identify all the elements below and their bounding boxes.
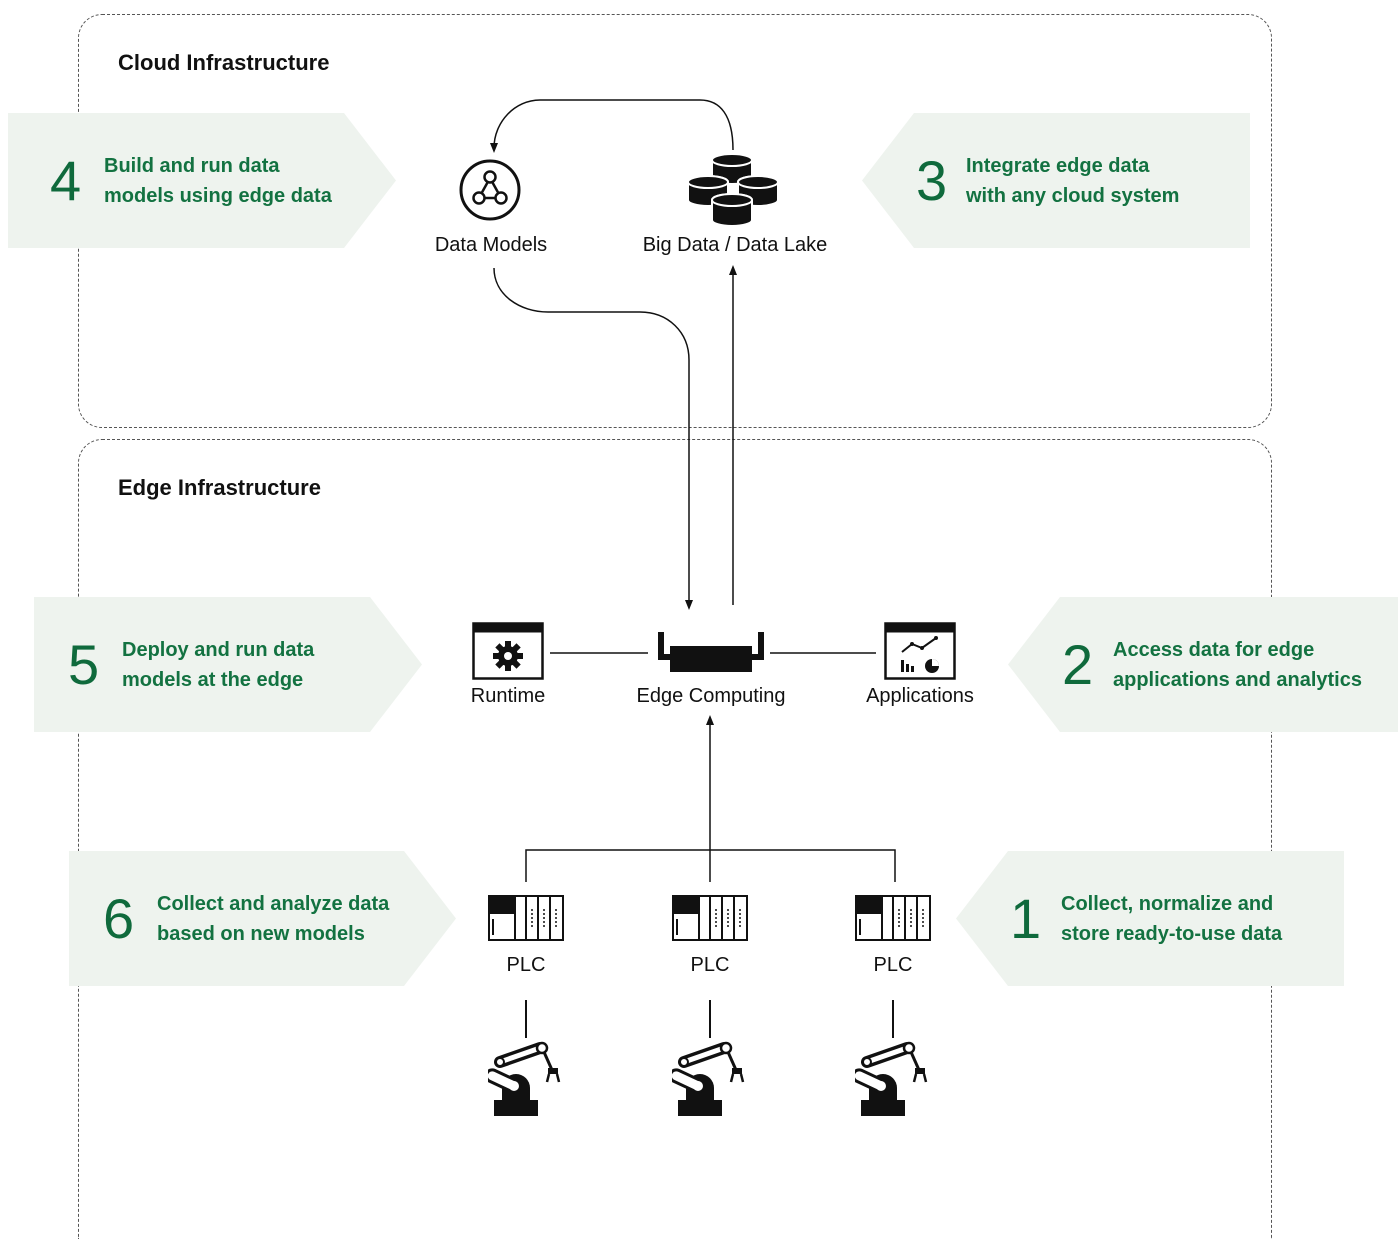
edge-zone-title: Edge Infrastructure <box>118 475 321 500</box>
plc-1-label: PLC <box>506 954 546 976</box>
step-3-number: 3 <box>916 148 948 212</box>
plc-rack-icon <box>488 895 564 941</box>
step-4-callout: 4 Build and run data models using edge d… <box>8 113 396 248</box>
applications-label: Applications <box>866 685 974 707</box>
edge-computing-label: Edge Computing <box>636 685 786 707</box>
step-6-line-2: based on new models <box>157 922 365 945</box>
data-models-label: Data Models <box>434 234 548 256</box>
edge-device-icon <box>658 632 764 672</box>
plc-rack-icon <box>672 895 748 941</box>
step-3-callout: 3 Integrate edge data with any cloud sys… <box>862 113 1250 248</box>
models-to-edge-arrow <box>493 267 693 610</box>
step-5-callout: 5 Deploy and run data models at the edge <box>34 597 422 732</box>
step-4-number: 4 <box>50 148 82 212</box>
step-6-callout: 6 Collect and analyze data based on new … <box>69 851 456 986</box>
bigdata-to-models-arrow <box>490 99 734 153</box>
step-2-callout: 2 Access data for edge applications and … <box>1008 597 1398 732</box>
step-2-line-1: Access data for edge <box>1113 638 1315 661</box>
plc-2-label: PLC <box>690 954 730 976</box>
plc-3-label: PLC <box>873 954 913 976</box>
step-3-line-2: with any cloud system <box>966 184 1180 207</box>
step-1-callout: 1 Collect, normalize and store ready-to-… <box>956 851 1344 986</box>
runtime-label: Runtime <box>470 685 546 707</box>
edge-infrastructure-zone <box>78 439 1272 1239</box>
step-5-number: 5 <box>68 632 100 696</box>
step-3-line-1: Integrate edge data <box>966 154 1150 177</box>
step-5-line-2: models at the edge <box>122 668 304 691</box>
step-5-text: Deploy and run data models at the edge <box>122 635 314 695</box>
step-2-text: Access data for edge applications and an… <box>1113 635 1362 695</box>
gear-window-icon <box>472 622 544 680</box>
step-3-text: Integrate edge data with any cloud syste… <box>966 151 1179 211</box>
chart-window-icon <box>884 622 956 680</box>
step-2-line-2: applications and analytics <box>1113 668 1362 691</box>
step-1-text: Collect, normalize and store ready-to-us… <box>1061 889 1282 949</box>
step-1-line-1: Collect, normalize and <box>1061 892 1274 915</box>
step-1-number: 1 <box>1010 886 1042 950</box>
step-5-line-1: Deploy and run data <box>122 638 315 661</box>
step-6-line-1: Collect and analyze data <box>157 892 390 915</box>
step-4-line-1: Build and run data <box>104 154 280 177</box>
step-2-number: 2 <box>1062 632 1094 696</box>
plc-rack-icon <box>855 895 931 941</box>
database-icon <box>687 153 779 227</box>
step-4-text: Build and run data models using edge dat… <box>104 151 332 211</box>
robot-arm-icon <box>672 1041 745 1116</box>
big-data-label: Big Data / Data Lake <box>642 234 828 256</box>
step-6-number: 6 <box>103 886 135 950</box>
cloud-zone-title: Cloud Infrastructure <box>118 50 330 75</box>
step-6-text: Collect and analyze data based on new mo… <box>157 889 389 949</box>
graph-node-icon <box>459 159 521 221</box>
step-1-line-2: store ready-to-use data <box>1061 922 1283 945</box>
robot-arm-icon <box>855 1041 928 1116</box>
robot-arm-icon <box>488 1041 561 1116</box>
step-4-line-2: models using edge data <box>104 184 332 207</box>
